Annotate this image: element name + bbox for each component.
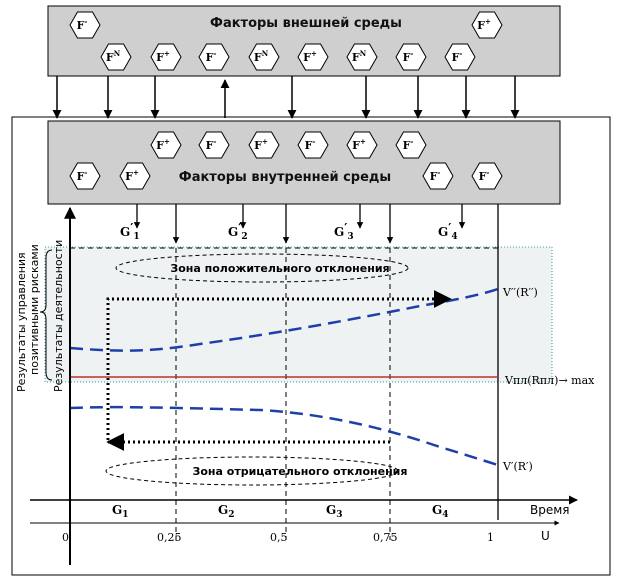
svg-text:F+: F+ <box>156 137 170 152</box>
svg-text:F+: F+ <box>477 17 491 32</box>
external-factor-hex: FN <box>100 43 132 71</box>
svg-text:F-: F- <box>403 49 414 64</box>
u-tick-label: 0,25 <box>157 531 182 544</box>
svg-text:F+: F+ <box>254 137 268 152</box>
external-factor-hex: F- <box>69 11 101 39</box>
g-label: G3 <box>326 503 343 520</box>
time-axis-label: Время <box>530 503 570 517</box>
svg-text:F-: F- <box>430 168 441 183</box>
internal-factor-hex: F+ <box>119 162 151 190</box>
svg-text:F-: F- <box>305 137 316 152</box>
positive-dotted-arrow <box>106 290 452 440</box>
positive-zone-label: Зона положительного отклонения <box>170 262 389 275</box>
internal-factor-hex: F+ <box>248 131 280 159</box>
svg-text:F-: F- <box>206 49 217 64</box>
external-factor-hex: F+ <box>471 11 503 39</box>
svg-text:FN: FN <box>352 49 367 64</box>
svg-text:F-: F- <box>403 137 414 152</box>
g-label: G1 <box>112 503 129 520</box>
internal-factor-hex: F- <box>297 131 329 159</box>
internal-factor-hex: F- <box>198 131 230 159</box>
internal-factor-hex: F- <box>395 131 427 159</box>
negative-zone-label: Зона отрицательного отклонения <box>193 465 408 478</box>
internal-factor-hex: F- <box>471 162 503 190</box>
external-internal-arrows <box>52 76 520 119</box>
u-axis-label: U <box>541 529 550 543</box>
svg-text:F-: F- <box>452 49 463 64</box>
svg-text:F+: F+ <box>352 137 366 152</box>
plan-curve-label: Vпл(Rпл)→ max <box>504 374 595 387</box>
positive-zone-band <box>44 246 553 383</box>
outer-frame <box>11 116 611 576</box>
u-tick-label: 1 <box>487 531 494 544</box>
side-label-line1: Результаты управления <box>15 252 28 392</box>
svg-text:F+: F+ <box>303 49 317 64</box>
side-label-line2: позитивными рисками <box>28 244 41 375</box>
internal-factors-title: Факторы внутренней среды <box>179 170 391 185</box>
external-factor-hex: FN <box>248 43 280 71</box>
g-prime-label: G′4 <box>438 221 458 242</box>
external-factor-hex: F+ <box>297 43 329 71</box>
external-factor-hex: F+ <box>150 43 182 71</box>
u-tick-label: 0,5 <box>270 531 288 544</box>
internal-factor-hex: F+ <box>150 131 182 159</box>
svg-text:F-: F- <box>206 137 217 152</box>
g-label: G2 <box>218 503 235 520</box>
side-brace <box>39 249 53 381</box>
svg-text:F+: F+ <box>156 49 170 64</box>
y-axis-label: Результаты деятельности <box>52 240 65 392</box>
external-factor-hex: FN <box>346 43 378 71</box>
u-tick-label: 0 <box>62 531 69 544</box>
internal-factor-hex: F- <box>422 162 454 190</box>
svg-text:FN: FN <box>254 49 269 64</box>
internal-down-arrows <box>133 204 499 520</box>
g-prime-label: G′2 <box>228 221 248 242</box>
svg-text:F+: F+ <box>125 168 139 183</box>
svg-text:F-: F- <box>77 168 88 183</box>
u-tick-label: 0,75 <box>373 531 398 544</box>
lower-curve <box>69 405 499 467</box>
internal-factor-hex: F+ <box>346 131 378 159</box>
grid-dashed-lines <box>70 247 498 540</box>
positive-zone-ellipse <box>115 253 409 283</box>
g-label: G4 <box>432 503 449 520</box>
external-factor-hex: F- <box>395 43 427 71</box>
internal-factor-hex: F- <box>69 162 101 190</box>
lower-curve-label: V′(R′) <box>502 460 533 473</box>
svg-text:F-: F- <box>77 17 88 32</box>
negative-zone-ellipse <box>105 456 399 486</box>
g-prime-label: G′3 <box>334 221 354 242</box>
external-factor-hex: F- <box>198 43 230 71</box>
g-prime-label: G′1 <box>120 221 140 242</box>
external-factors-title: Факторы внешней среды <box>210 16 402 31</box>
upper-curve-label: V′′(R′′) <box>502 286 538 299</box>
external-factor-hex: F- <box>444 43 476 71</box>
svg-text:FN: FN <box>106 49 121 64</box>
svg-text:F-: F- <box>479 168 490 183</box>
